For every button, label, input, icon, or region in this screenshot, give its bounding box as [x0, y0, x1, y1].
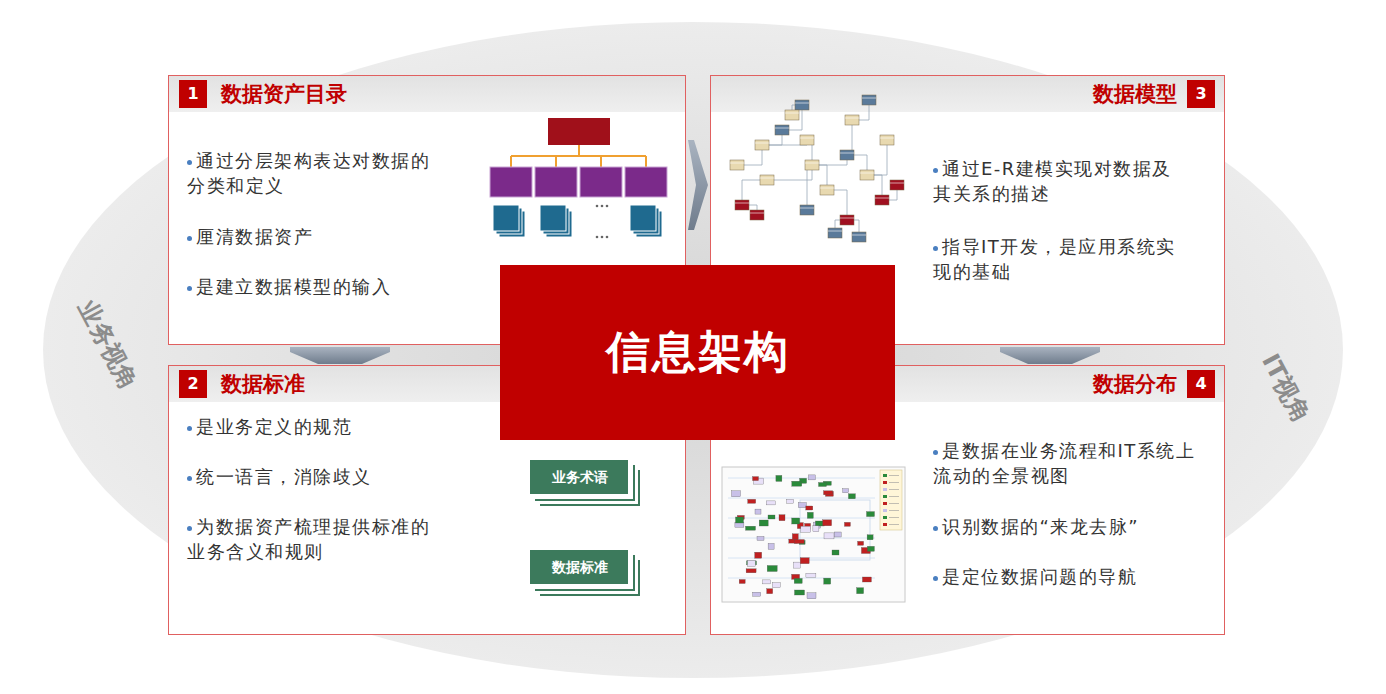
bullet-text: 是建立数据模型的输入 — [196, 276, 391, 297]
bullet-dot — [933, 246, 938, 251]
bullet-dot — [933, 450, 938, 455]
bullet-text: 是业务定义的规范 — [196, 416, 352, 437]
bullet-text: 是数据在业务流程和IT系统上流动的全景视图 — [933, 440, 1195, 486]
bullet-item: 是业务定义的规范 — [187, 414, 439, 439]
callout-number: 1 — [179, 80, 207, 108]
block-arrow — [290, 347, 390, 364]
bullet-item: 是数据在业务流程和IT系统上流动的全景视图 — [933, 438, 1201, 488]
bullet-item: 为数据资产梳理提供标准的业务含义和规则 — [187, 514, 439, 564]
panel-title: 数据标准 — [221, 369, 305, 399]
panel-title: 数据资产目录 — [221, 79, 347, 109]
bullet-text: 是定位数据问题的导航 — [942, 566, 1137, 587]
bullet-dot — [187, 476, 192, 481]
callout-number: 4 — [1187, 370, 1215, 398]
bullet-item: 通过分层架构表达对数据的分类和定义 — [187, 148, 439, 198]
bullet-text: 通过E-R建模实现对数据及其关系的描述 — [933, 158, 1172, 204]
bullet-dot — [187, 286, 192, 291]
er-model-illustration — [730, 95, 904, 242]
standard-card: 数据标准 — [529, 549, 629, 585]
bullet-dot — [187, 236, 192, 241]
bullet-dot — [187, 426, 192, 431]
bullet-item: 指导IT开发，是应用系统实现的基础 — [933, 234, 1179, 284]
hierarchy-illustration — [490, 118, 667, 238]
bullet-item: 厘清数据资产 — [187, 224, 439, 249]
bullet-text: 通过分层架构表达对数据的分类和定义 — [187, 150, 430, 196]
center-title: 信息架构 — [606, 323, 790, 382]
bullet-dot — [933, 526, 938, 531]
center-box: 信息架构 — [500, 265, 895, 440]
bullet-text: 厘清数据资产 — [196, 226, 313, 247]
bullet-item: 统一语言，消除歧义 — [187, 464, 439, 489]
panel-title: 数据分布 — [1001, 369, 1177, 399]
bullet-text: 识别数据的“来龙去脉” — [942, 516, 1139, 537]
bullet-dot — [933, 576, 938, 581]
bullet-dot — [933, 168, 938, 173]
bullet-text: 为数据资产梳理提供标准的业务含义和规则 — [187, 516, 430, 562]
callout-number: 2 — [179, 370, 207, 398]
term-card: 业务术语 — [529, 459, 629, 495]
distribution-illustration — [722, 467, 905, 602]
bullet-text: 指导IT开发，是应用系统实现的基础 — [933, 236, 1176, 282]
bullet-item: 是定位数据问题的导航 — [933, 564, 1201, 589]
ellipse — [43, 22, 1343, 678]
block-arrow — [688, 140, 708, 230]
panel-title: 数据模型 — [1001, 79, 1177, 109]
bullet-text: 统一语言，消除歧义 — [196, 466, 372, 487]
card-label: 数据标准 — [552, 559, 608, 577]
bullet-item: 是建立数据模型的输入 — [187, 274, 439, 299]
bullet-item: 识别数据的“来龙去脉” — [933, 514, 1201, 539]
bullet-dot — [187, 160, 192, 165]
bullet-dot — [187, 526, 192, 531]
card-label: 业务术语 — [552, 469, 608, 487]
block-arrow — [1000, 347, 1100, 364]
callout-number: 3 — [1187, 80, 1215, 108]
bullet-item: 通过E-R建模实现对数据及其关系的描述 — [933, 156, 1179, 206]
